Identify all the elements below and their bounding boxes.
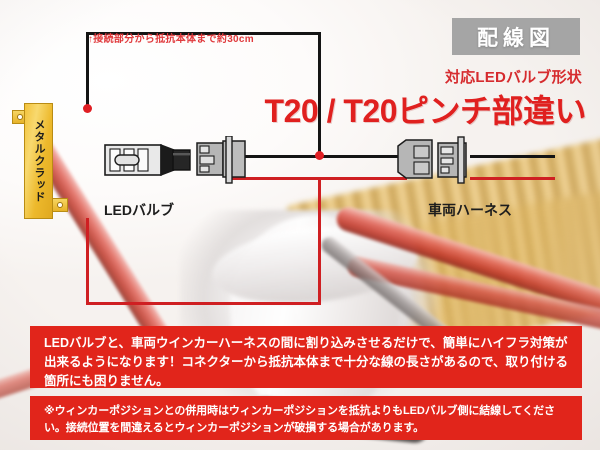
page-title: T20 / T20ピンチ部違い [264, 93, 587, 129]
dimension-note: ↑接続部分から抵抗本体まで約30cm [88, 34, 254, 45]
caution-text: ※ウィンカーポジションとの併用時はウィンカーポジションを抵抗よりもLEDバルブ側… [44, 405, 555, 435]
vehicle-harness-label: 車両ハーネス [428, 202, 512, 218]
wire-black-bus-right [330, 155, 400, 158]
wire-red-bus-left [232, 177, 407, 180]
wire-black-bus-far-right [470, 155, 555, 158]
resistor-label: メタルクラッド [33, 119, 45, 203]
description-text: LEDバルブと、車両ウインカーハーネスの間に割り込みさせるだけで、簡単にハイフラ… [44, 336, 569, 388]
wire-black-horizontal-top [86, 32, 321, 35]
header-badge-label: 配線図 [477, 26, 555, 50]
junction-node-resistor [83, 104, 92, 113]
header-badge: 配線図 [452, 18, 580, 55]
led-bulb-label: LEDバルブ [104, 202, 174, 218]
resistor-mount-hole-icon [57, 202, 63, 208]
wire-black-bus-left [232, 155, 342, 158]
resistor-label-wrap: メタルクラッド [24, 103, 53, 219]
resistor-mount-hole-icon [17, 114, 23, 120]
led-bulb-illustration [104, 143, 191, 177]
wire-red-bus-right [470, 177, 555, 180]
led-side-connector-illustration [196, 136, 246, 184]
wire-red-horizontal-bottom [86, 302, 321, 305]
description-panel: LEDバルブと、車両ウインカーハーネスの間に割り込みさせるだけで、簡単にハイフラ… [30, 326, 582, 388]
wire-red-vertical-right [318, 178, 321, 305]
wire-black-vertical-left [86, 32, 89, 109]
header-subtitle: 対応LEDバルブ形状 [444, 69, 582, 86]
junction-node-top [315, 151, 324, 160]
caution-panel: ※ウィンカーポジションとの併用時はウィンカーポジションを抵抗よりもLEDバルブ側… [30, 396, 582, 440]
metal-clad-resistor [24, 103, 53, 219]
wire-red-vertical-left [86, 218, 89, 305]
harness-side-connector-illustration [397, 136, 467, 184]
wire-black-vertical-right [318, 32, 321, 158]
resistor-mount-tab-bottom [52, 198, 68, 212]
